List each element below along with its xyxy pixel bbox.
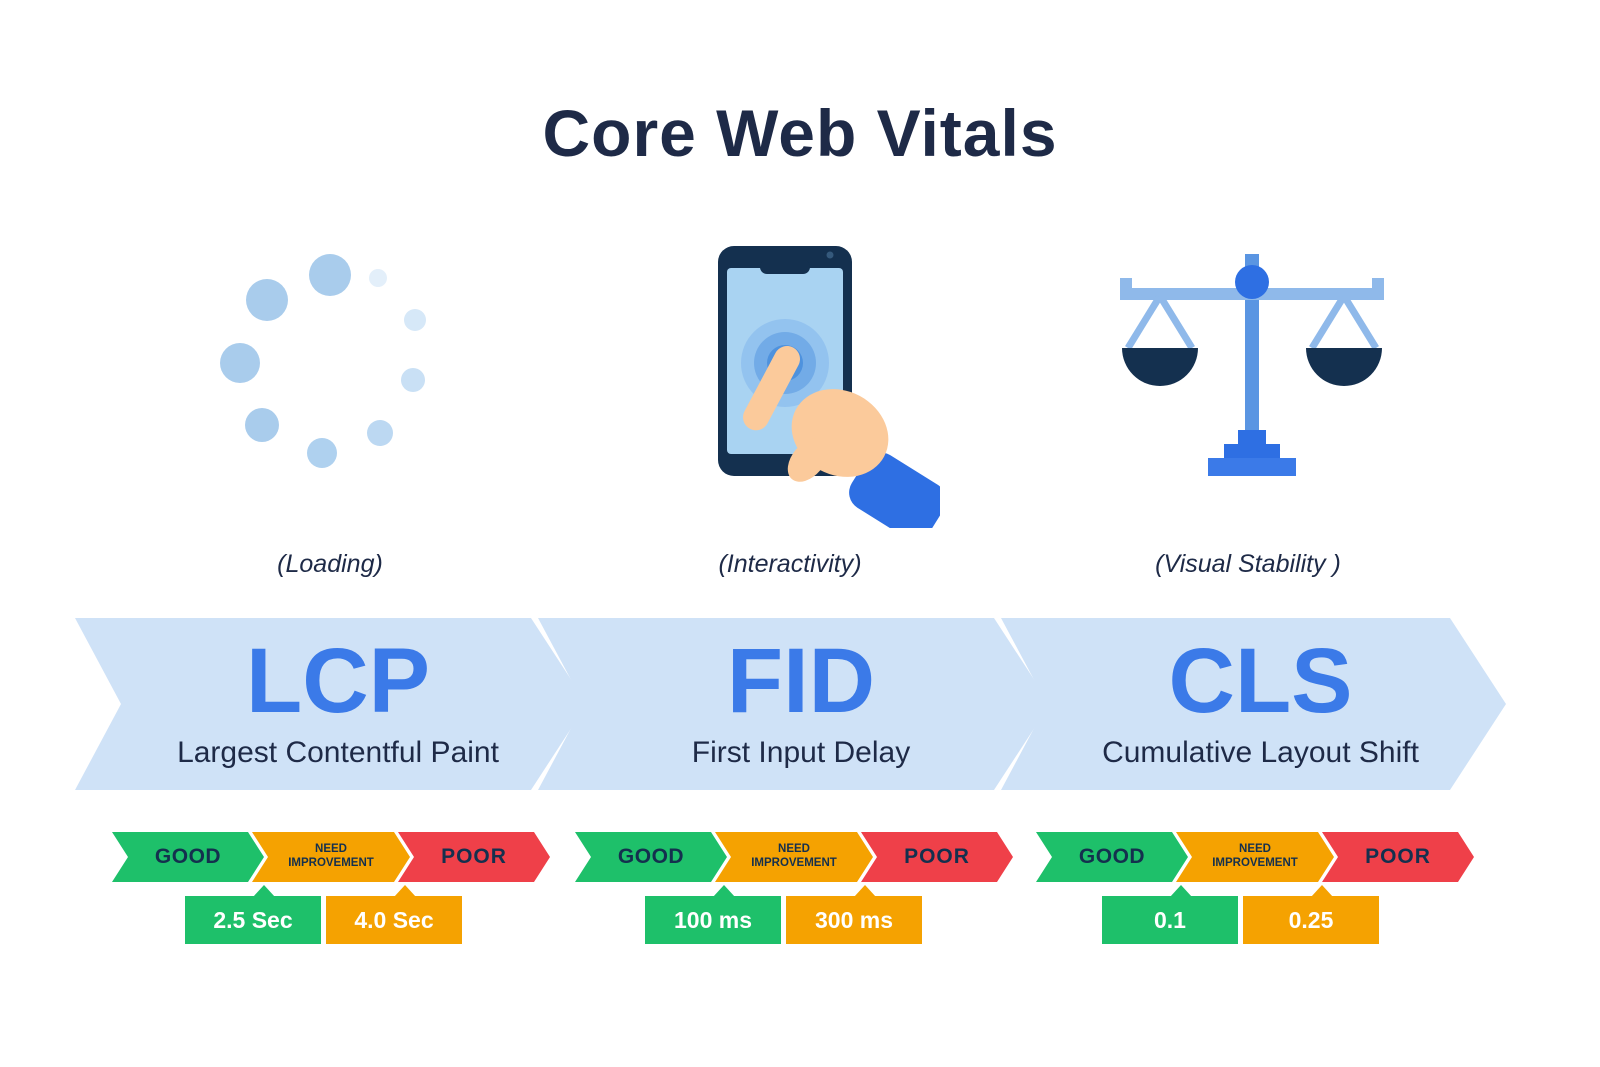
metric-abbr-lcp: LCP <box>246 630 430 733</box>
metric-name-fid: First Input Delay <box>691 735 911 769</box>
scale-ribbon-lcp: GOOD NEED IMPROVEMENT POOR <box>112 832 550 882</box>
balance-scale-icon <box>1112 240 1392 500</box>
caption-interactivity: (Interactivity) <box>718 550 862 578</box>
poor-segment: POOR <box>1322 832 1474 882</box>
need-threshold-value: 4.0 Sec <box>326 896 462 944</box>
poor-segment: POOR <box>398 832 550 882</box>
scale-ribbon-cls: GOOD NEED IMPROVEMENT POOR <box>1036 832 1474 882</box>
caption-loading: (Loading) <box>277 550 383 578</box>
need-threshold-value: 300 ms <box>786 896 922 944</box>
good-threshold-value: 100 ms <box>645 896 781 944</box>
metric-name-cls: Cumulative Layout Shift <box>1102 735 1419 769</box>
hand-shape <box>743 346 947 541</box>
poor-segment: POOR <box>861 832 1013 882</box>
need-threshold-value: 0.25 <box>1243 896 1379 944</box>
tap-interaction-icon <box>690 228 947 541</box>
page-title: Core Web Vitals <box>542 96 1058 170</box>
banner-fid: FID First Input Delay <box>538 618 1050 790</box>
good-segment: GOOD <box>112 832 264 882</box>
metric-abbr-fid: FID <box>726 630 876 733</box>
good-threshold-value: 0.1 <box>1102 896 1238 944</box>
scale-ribbon-fid: GOOD NEED IMPROVEMENT POOR <box>575 832 1013 882</box>
thresholds-cls: 0.1 0.25 <box>1102 896 1379 944</box>
banner-lcp: LCP Largest Contentful Paint <box>75 618 587 790</box>
thresholds-fid: 100 ms 300 ms <box>645 896 922 944</box>
good-segment: GOOD <box>1036 832 1188 882</box>
need-improvement-segment: NEED IMPROVEMENT <box>715 832 873 882</box>
banner-cls: CLS Cumulative Layout Shift <box>1001 618 1506 790</box>
loading-spinner-icon <box>210 245 450 490</box>
caption-visual-stability: (Visual Stability ) <box>1155 550 1341 578</box>
metric-abbr-cls: CLS <box>1168 630 1353 733</box>
metric-name-lcp: Largest Contentful Paint <box>177 735 499 769</box>
good-threshold-value: 2.5 Sec <box>185 896 321 944</box>
need-improvement-segment: NEED IMPROVEMENT <box>1176 832 1334 882</box>
need-improvement-segment: NEED IMPROVEMENT <box>252 832 410 882</box>
thresholds-lcp: 2.5 Sec 4.0 Sec <box>185 896 462 944</box>
good-segment: GOOD <box>575 832 727 882</box>
